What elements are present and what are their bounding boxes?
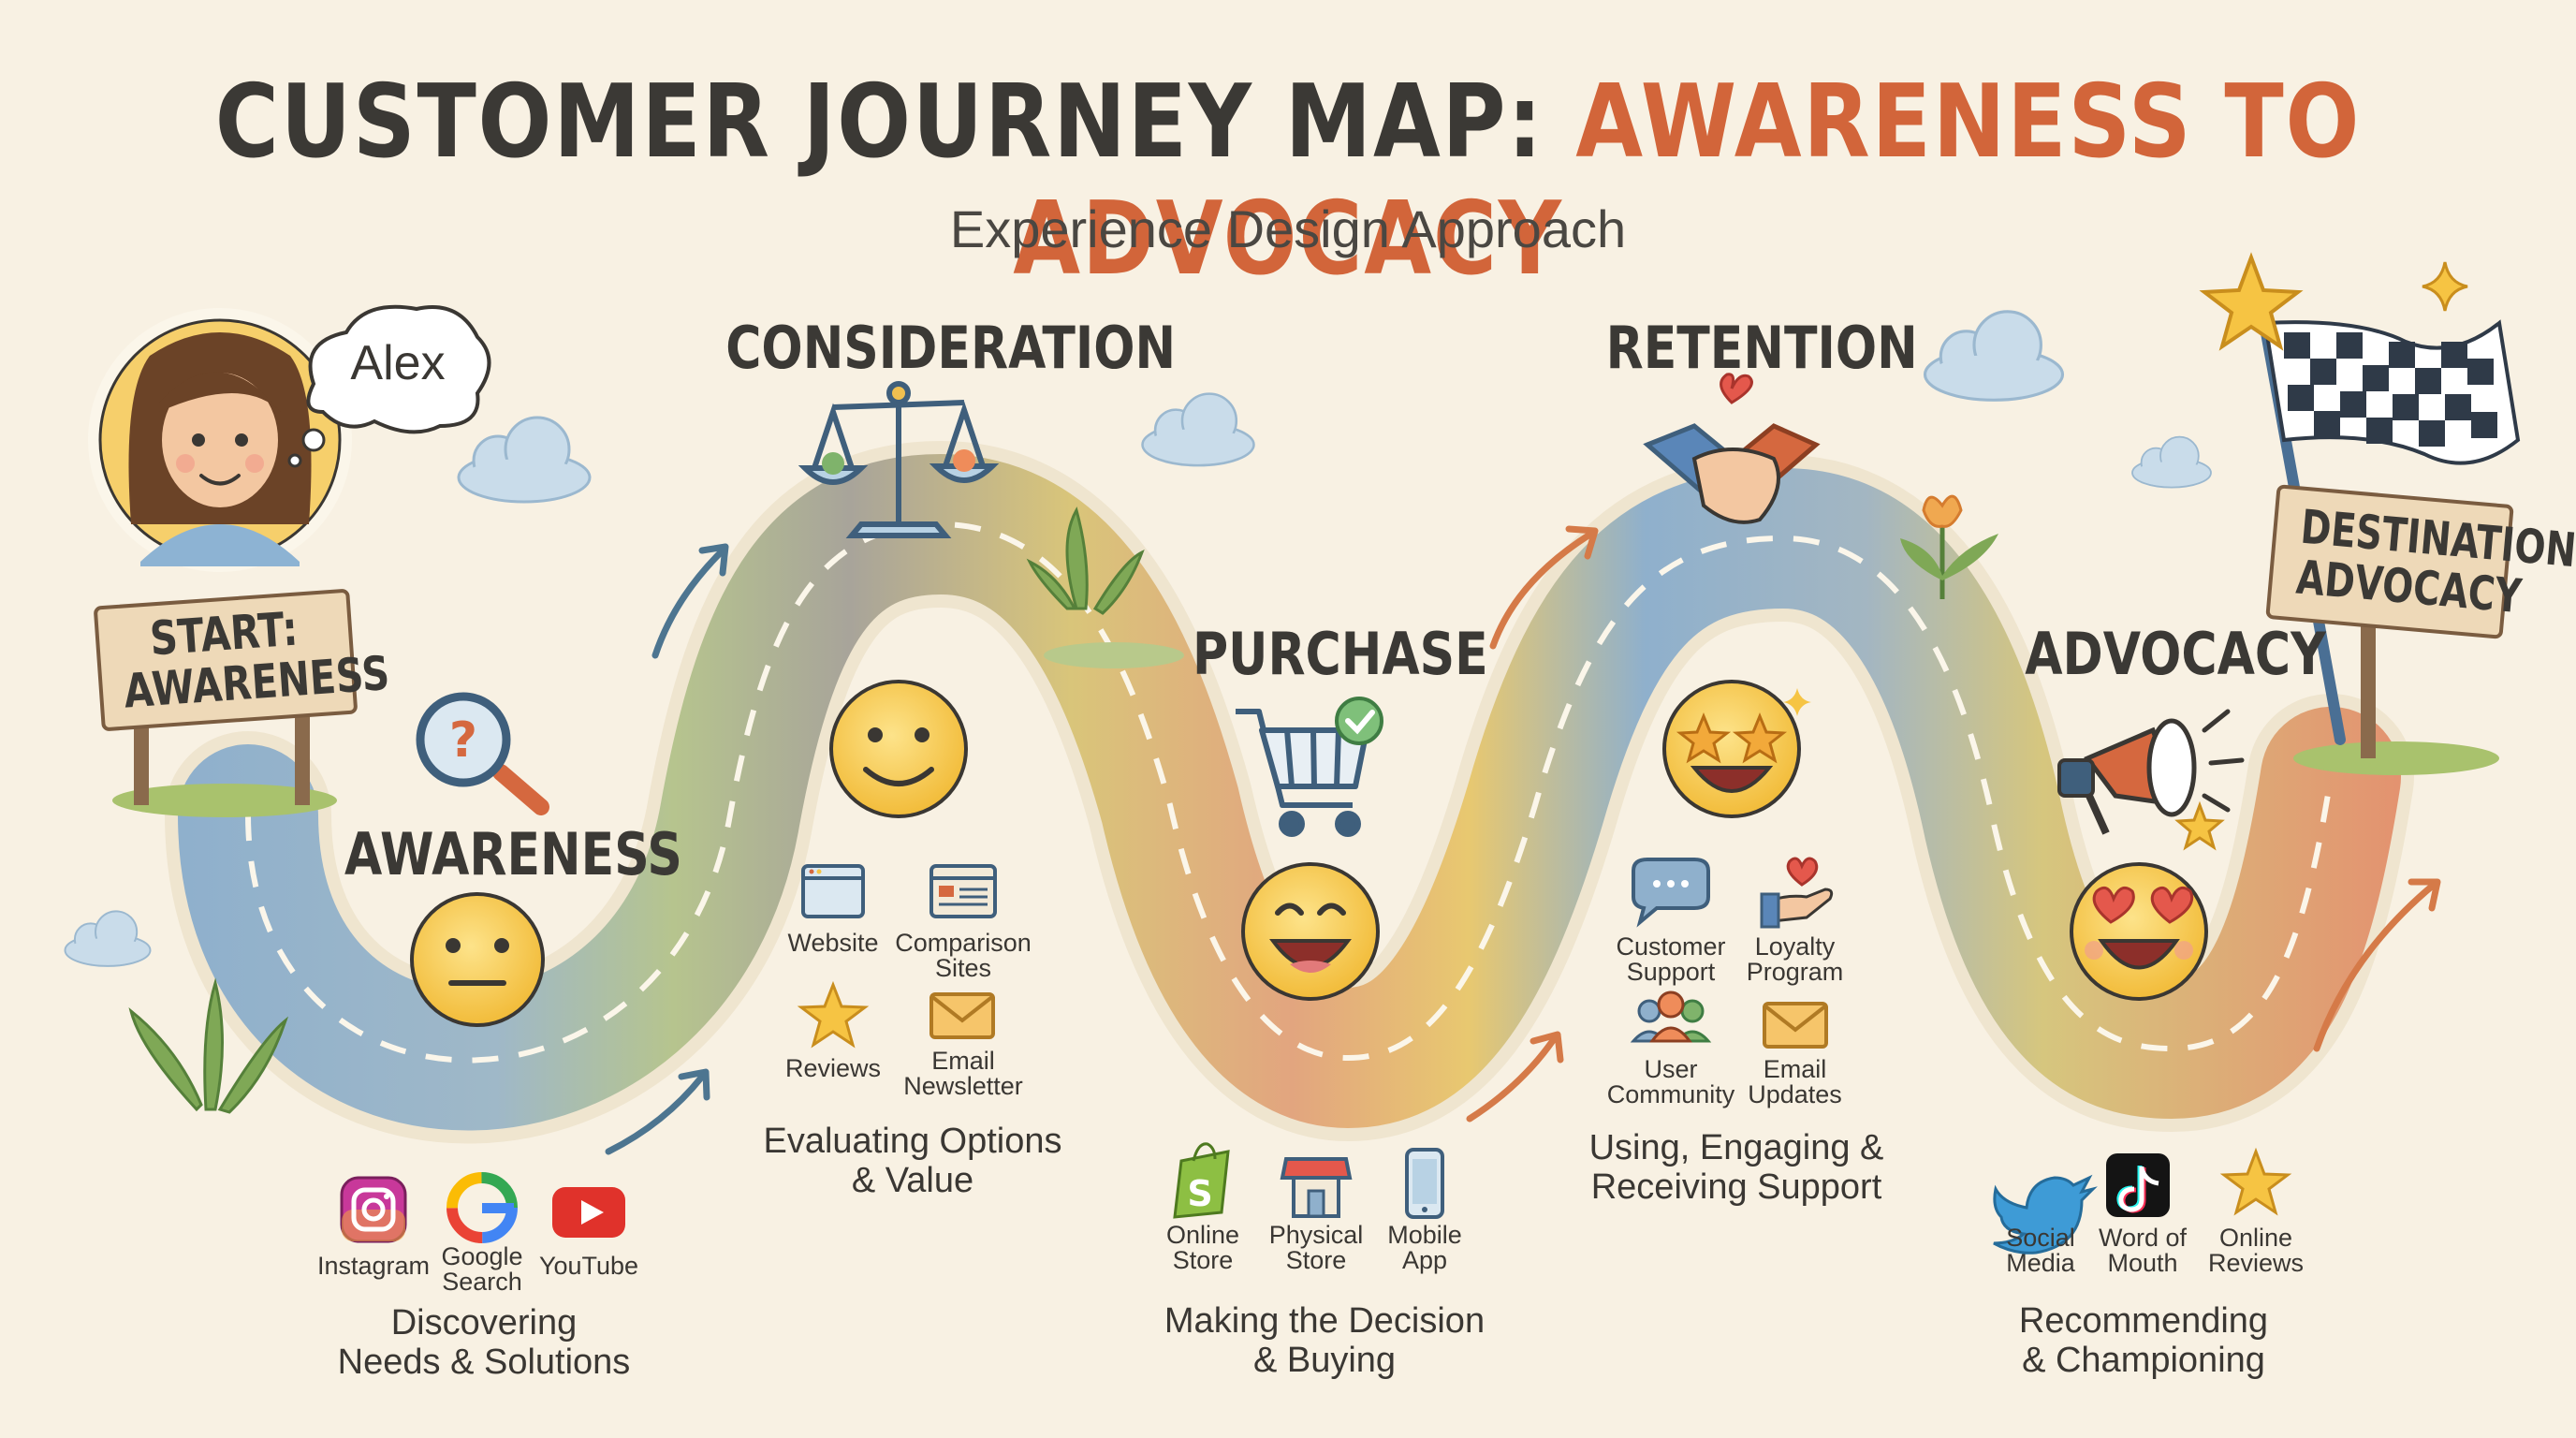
journey-road <box>165 440 2414 1144</box>
svg-text:?: ? <box>449 712 477 769</box>
progress-arrow <box>1466 525 2441 1123</box>
stage-caption-retention: Using, Engaging & Receiving Support <box>1588 1128 1884 1207</box>
tiktok-icon[interactable] <box>2106 1153 2170 1217</box>
destination-sign <box>2265 484 2514 758</box>
cloud-decoration <box>457 416 592 504</box>
stage-label-advocacy: ADVOCACY <box>2025 620 2326 688</box>
plant-decoration <box>128 506 1145 1114</box>
grass-patch <box>112 784 337 817</box>
cloud-decoration <box>1141 392 1255 467</box>
heart-eyes-face-icon <box>2070 862 2208 1001</box>
envelope-icon[interactable] <box>929 992 995 1039</box>
website-icon[interactable] <box>801 864 865 918</box>
star-icon[interactable] <box>797 980 870 1049</box>
grinning-face-icon <box>1241 862 1380 1001</box>
progress-arrow <box>605 543 729 1155</box>
channel-label: Physical Store <box>1268 1221 1364 1274</box>
start-sign <box>94 589 358 805</box>
svg-text:S: S <box>1187 1173 1212 1214</box>
stage-caption-consideration: Evaluating Options & Value <box>763 1122 1062 1200</box>
instagram-icon[interactable] <box>340 1176 407 1243</box>
community-icon[interactable] <box>1630 990 1712 1043</box>
envelope-icon[interactable] <box>1763 1002 1828 1049</box>
page-title-main: CUSTOMER JOURNEY MAP: <box>214 64 1576 181</box>
star-eyes-face-icon <box>1662 680 1811 818</box>
channel-label: YouTube <box>538 1252 639 1280</box>
sparkle-icon <box>2422 261 2468 312</box>
destination-sign-label: DESTINATION: ADVOCACY <box>2293 499 2576 624</box>
heart-hand-icon[interactable] <box>1760 857 1834 929</box>
cloud-decoration <box>2131 435 2212 489</box>
flower-decoration <box>1900 494 1998 599</box>
gold-star-icon <box>2199 252 2304 351</box>
page-subtitle: Experience Design Approach <box>949 199 1627 258</box>
start-sign-label: START: AWARENESS <box>122 601 391 719</box>
youtube-icon[interactable] <box>552 1187 625 1238</box>
checkmark-icon <box>1335 697 1383 745</box>
smiling-face-icon <box>829 680 968 818</box>
chat-bubble-icon[interactable] <box>1632 858 1710 928</box>
channel-label: Loyalty Program <box>1746 932 1844 986</box>
stage-label-retention: RETENTION <box>1605 314 1918 382</box>
channel-label: Customer Support <box>1616 932 1726 986</box>
page-title: CUSTOMER JOURNEY MAP: AWARENESS TO ADVOC… <box>181 64 2396 298</box>
twitter-icon[interactable] <box>1993 1174 2098 1255</box>
stage-label-awareness: AWARENESS <box>344 820 682 888</box>
channel-label: Website <box>787 929 879 957</box>
destination-flag <box>2260 319 2521 745</box>
stage-caption-purchase: Making the Decision & Buying <box>1164 1301 1486 1380</box>
grass-patch <box>2293 741 2499 775</box>
stage-label-consideration: CONSIDERATION <box>725 314 1177 382</box>
thought-bubble <box>287 304 491 468</box>
channel-label: Instagram <box>316 1252 431 1280</box>
channel-label: Word of Mouth <box>2098 1224 2188 1277</box>
magnifier-question-icon: ? <box>416 692 549 815</box>
channel-label: Google Search <box>441 1242 523 1296</box>
channel-label: Social Media <box>2006 1224 2075 1277</box>
page-title-accent: AWARENESS TO ADVOCACY <box>1013 64 2362 298</box>
storefront-icon[interactable] <box>1280 1157 1353 1218</box>
balance-scale-icon <box>798 381 1000 538</box>
cloud-decoration <box>64 910 152 967</box>
channel-label: Comparison Sites <box>895 929 1032 982</box>
neutral-face-icon <box>410 892 545 1027</box>
channel-label: Email Newsletter <box>903 1047 1023 1100</box>
channel-label: Mobile App <box>1387 1221 1462 1274</box>
comparison-icon[interactable] <box>929 864 997 918</box>
channel-label: Online Reviews <box>2207 1224 2305 1277</box>
channel-label: Online Store <box>1165 1221 1240 1274</box>
stage-caption-awareness: Discovering Needs & Solutions <box>337 1303 631 1382</box>
megaphone-icon <box>2057 709 2245 851</box>
avatar <box>88 308 352 572</box>
google-icon[interactable] <box>446 1172 518 1243</box>
shopify-icon[interactable]: S <box>1173 1142 1230 1219</box>
persona-name: Alex <box>350 336 446 390</box>
channel-label: Email Updates <box>1748 1055 1842 1108</box>
star-icon[interactable] <box>2219 1147 2292 1216</box>
cloud-decoration <box>1923 310 2065 402</box>
channel-label: Reviews <box>784 1054 882 1082</box>
stage-label-purchase: PURCHASE <box>1193 620 1488 688</box>
stage-caption-advocacy: Recommending & Championing <box>2018 1301 2269 1380</box>
handshake-icon <box>1643 373 1821 524</box>
shopping-cart-icon <box>1236 709 1369 837</box>
channel-label: User Community <box>1606 1055 1735 1108</box>
phone-icon[interactable] <box>1405 1148 1444 1219</box>
grass-patch <box>1044 642 1184 668</box>
